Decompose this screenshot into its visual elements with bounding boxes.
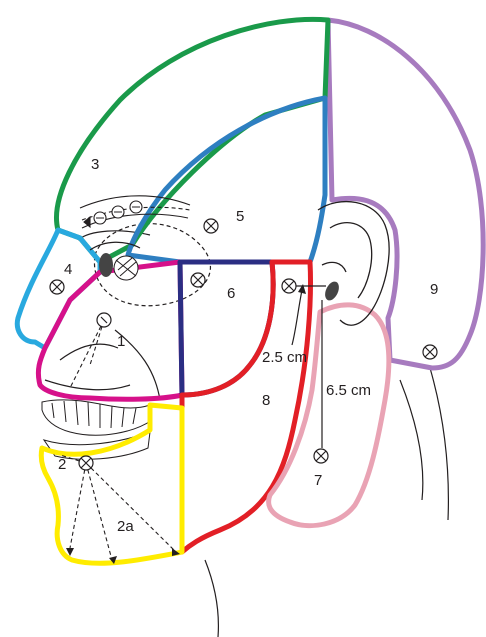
ear-canal-marker (322, 279, 341, 302)
label-measure-horizontal: 2.5 cm (262, 349, 307, 366)
label-region-1: 1 (117, 333, 125, 350)
injection-point-8 (282, 279, 296, 293)
injection-point-5 (204, 219, 218, 233)
injection-point-9 (423, 345, 437, 359)
label-region-2: 2 (58, 456, 66, 473)
label-region-7: 7 (314, 472, 322, 489)
injection-point-2 (79, 456, 93, 470)
label-region-5: 5 (236, 208, 244, 225)
label-measure-vertical: 6.5 cm (326, 382, 371, 399)
region-9-outline (328, 20, 483, 368)
region-3-outline (57, 19, 328, 262)
label-region-8: 8 (262, 392, 270, 409)
label-region-3: 3 (91, 156, 99, 173)
injection-point-7 (314, 449, 328, 463)
injection-point-1 (97, 313, 111, 327)
region-7-outline (269, 305, 389, 526)
label-region-6: 6 (227, 285, 235, 302)
label-region-9: 9 (430, 281, 438, 298)
region-8-outline (182, 262, 310, 552)
injection-point-4 (50, 280, 64, 294)
brow-arrow-group (80, 196, 190, 228)
region-5-outline (128, 98, 325, 262)
label-region-4: 4 (64, 261, 72, 278)
label-region-2a: 2a (117, 518, 134, 535)
injection-point-6 (191, 273, 205, 287)
